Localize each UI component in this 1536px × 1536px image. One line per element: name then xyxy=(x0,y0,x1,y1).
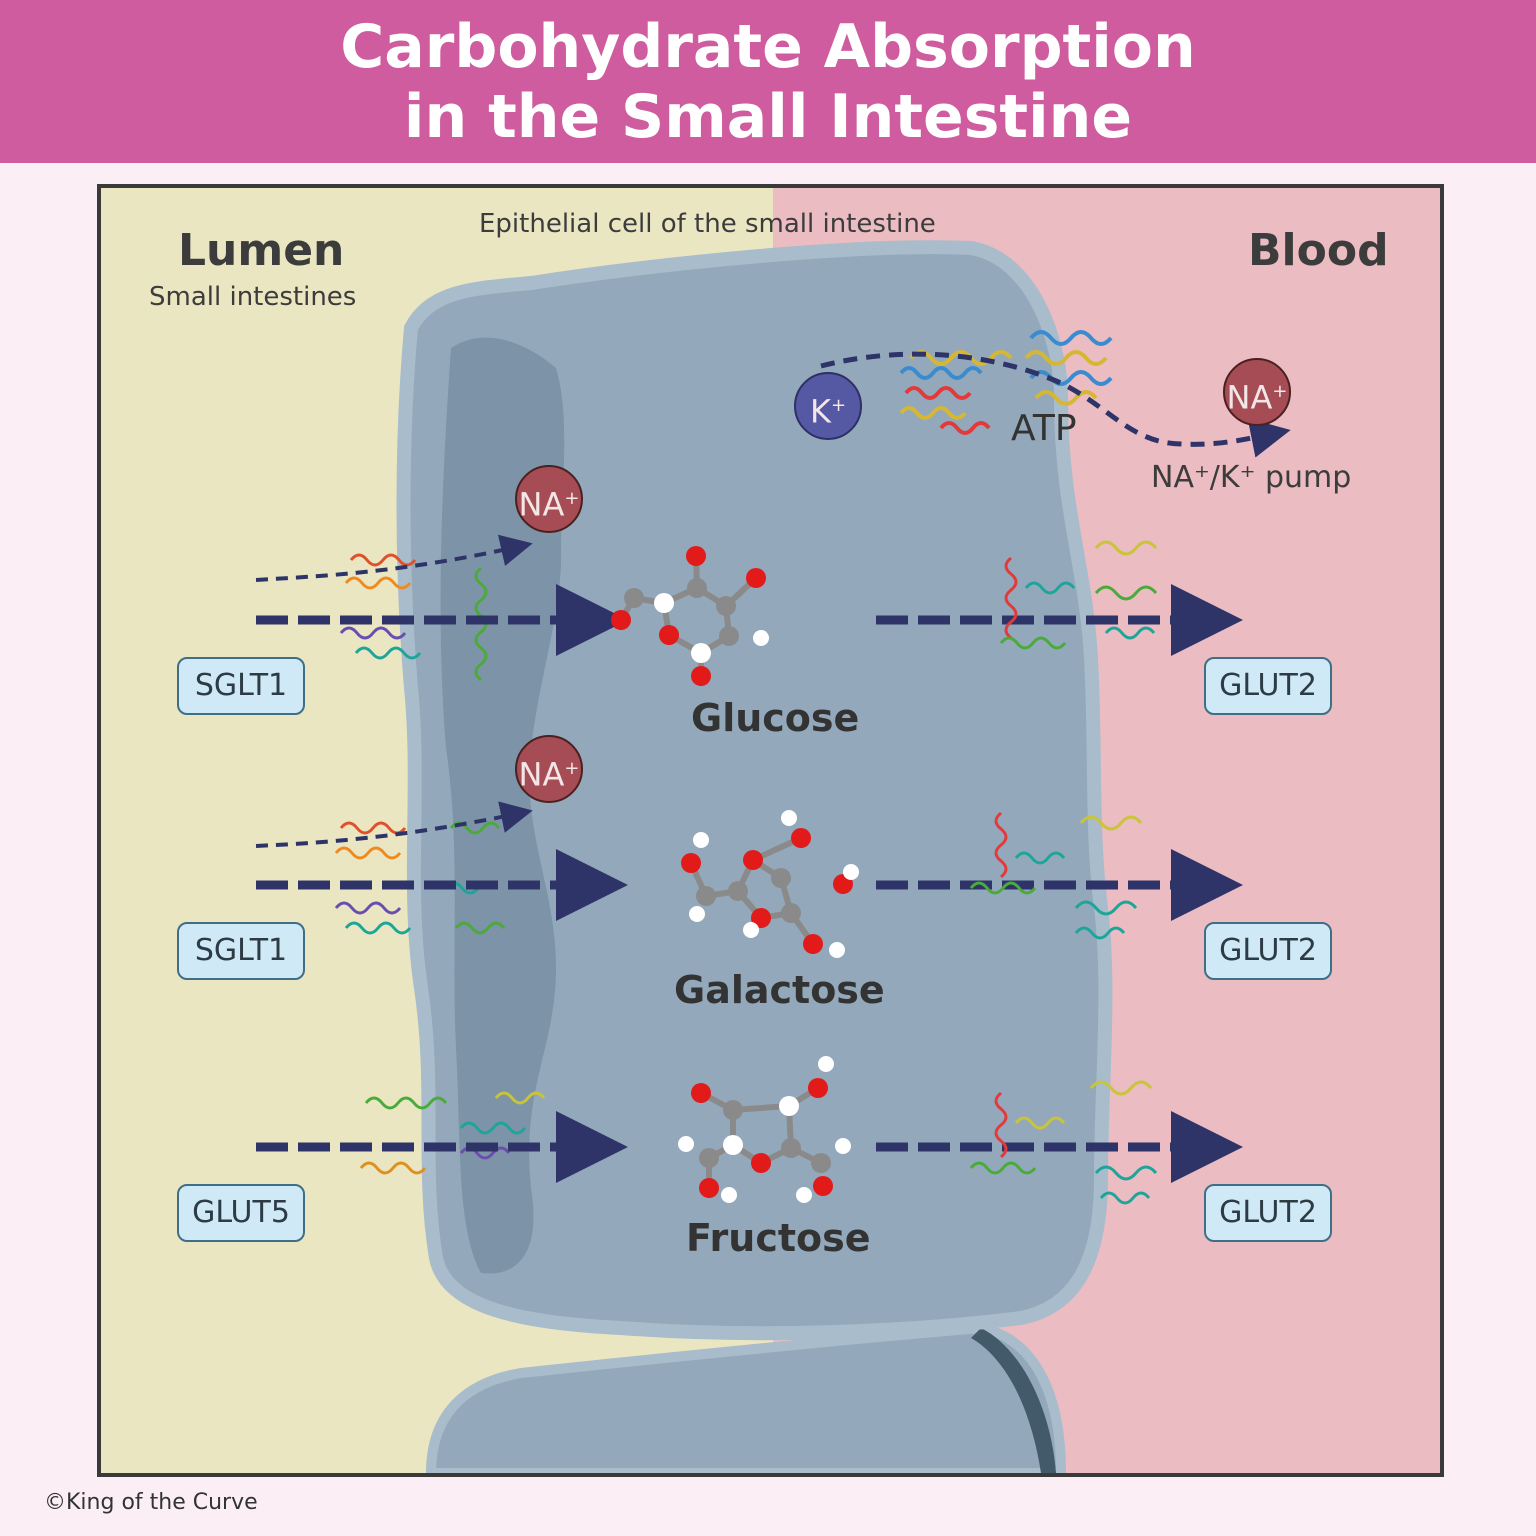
lumen-title: Lumen xyxy=(178,225,345,276)
glucose-molecule xyxy=(611,546,769,686)
galactose-molecule xyxy=(681,810,859,958)
title-line-1: Carbohydrate Absorption xyxy=(340,12,1196,82)
diagram-artwork xyxy=(101,188,1440,1473)
potassium-ion: K+ xyxy=(794,372,862,440)
glucose-label: Glucose xyxy=(691,696,860,740)
fructose-label: Fructose xyxy=(686,1216,871,1260)
potassium-ion-charge: + xyxy=(830,395,847,416)
sodium-ion-1-charge: + xyxy=(564,488,580,509)
transporter-glut2-fructose: GLUT2 xyxy=(1204,1184,1332,1242)
na-cotransport-arrow-1 xyxy=(255,534,533,582)
transporter-glut2-galactose: GLUT2 xyxy=(1204,922,1332,980)
pump-label: NA⁺/K⁺ pump xyxy=(1151,460,1352,495)
sodium-potassium-pump xyxy=(899,330,1113,435)
lumen-subtitle: Small intestines xyxy=(149,282,357,312)
blood-title: Blood xyxy=(1248,225,1389,276)
transporter-glut5-fructose: GLUT5 xyxy=(177,1184,305,1242)
galactose-label: Galactose xyxy=(674,968,885,1012)
title-line-2: in the Small Intestine xyxy=(403,82,1133,152)
sodium-ion-2: NA+ xyxy=(515,735,583,803)
cell-label: Epithelial cell of the small intestine xyxy=(479,209,936,239)
sodium-ion-2-charge: + xyxy=(564,758,580,779)
glut2-protein-1 xyxy=(999,540,1158,650)
epithelial-cell xyxy=(396,240,1113,1341)
transporter-sglt1-glucose: SGLT1 xyxy=(177,657,305,715)
diagram-frame: Lumen Small intestines Epithelial cell o… xyxy=(97,184,1444,1477)
glut5-protein xyxy=(359,1091,546,1175)
sodium-ion-2-symbol: NA xyxy=(518,755,565,794)
glut2-protein-2 xyxy=(969,811,1143,940)
neighbour-cell-shadow xyxy=(971,1328,1056,1473)
transporter-glut2-glucose: GLUT2 xyxy=(1204,657,1332,715)
sodium-ion-1: NA+ xyxy=(515,465,583,533)
na-cotransport-arrow-2 xyxy=(255,801,533,848)
copyright-notice: ©King of the Curve xyxy=(44,1490,258,1515)
pump-sodium-ion: NA+ xyxy=(1223,358,1291,426)
sodium-ion-1-symbol: NA xyxy=(518,485,565,524)
transporter-sglt1-galactose: SGLT1 xyxy=(177,922,305,980)
potassium-ion-symbol: K xyxy=(809,392,831,431)
pump-sodium-ion-symbol: NA xyxy=(1226,378,1273,417)
neighbour-cell xyxy=(425,1322,1067,1473)
atp-label: ATP xyxy=(1011,408,1077,449)
fructose-molecule xyxy=(678,1056,851,1203)
title-banner: Carbohydrate Absorption in the Small Int… xyxy=(0,0,1536,163)
glut2-protein-3 xyxy=(969,1080,1158,1205)
pump-sodium-ion-charge: + xyxy=(1272,381,1288,402)
pump-flow-arrow xyxy=(820,351,1291,458)
